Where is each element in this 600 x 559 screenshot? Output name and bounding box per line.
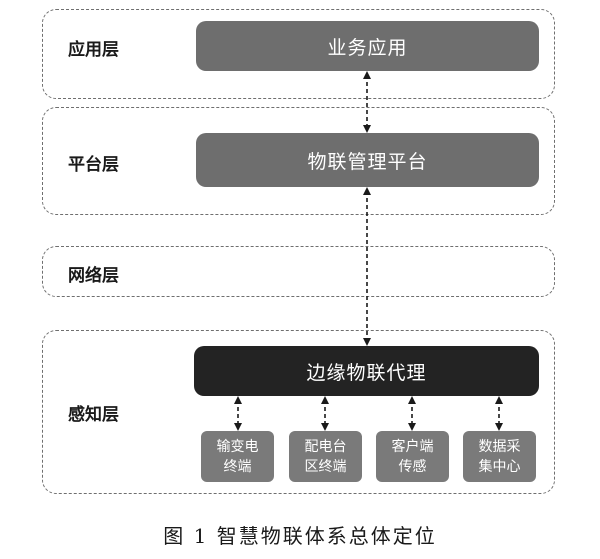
device-label: 输变电终端 — [216, 438, 259, 475]
device-label: 数据采集中心 — [478, 438, 521, 475]
device-label: 客户端传感 — [391, 438, 434, 475]
figure-caption: 图 1 智慧物联体系总体定位 — [163, 524, 437, 548]
device-label: 配电台区终端 — [304, 438, 347, 475]
device-block-data-collection-center: 数据采集中心 — [463, 431, 536, 482]
application-layer-label: 应用层 — [68, 40, 119, 60]
edge-iot-agent-block: 边缘物联代理 — [194, 346, 539, 396]
iot-management-platform-block: 物联管理平台 — [196, 133, 539, 187]
device-block-distribution-terminal: 配电台区终端 — [289, 431, 362, 482]
perception-layer-label: 感知层 — [68, 405, 119, 425]
business-application-block: 业务应用 — [196, 21, 539, 71]
platform-layer-label: 平台层 — [68, 155, 119, 175]
device-block-client-sensor: 客户端传感 — [376, 431, 449, 482]
network-layer — [42, 246, 555, 297]
network-layer-label: 网络层 — [68, 266, 119, 286]
device-block-power-terminal: 输变电终端 — [201, 431, 274, 482]
